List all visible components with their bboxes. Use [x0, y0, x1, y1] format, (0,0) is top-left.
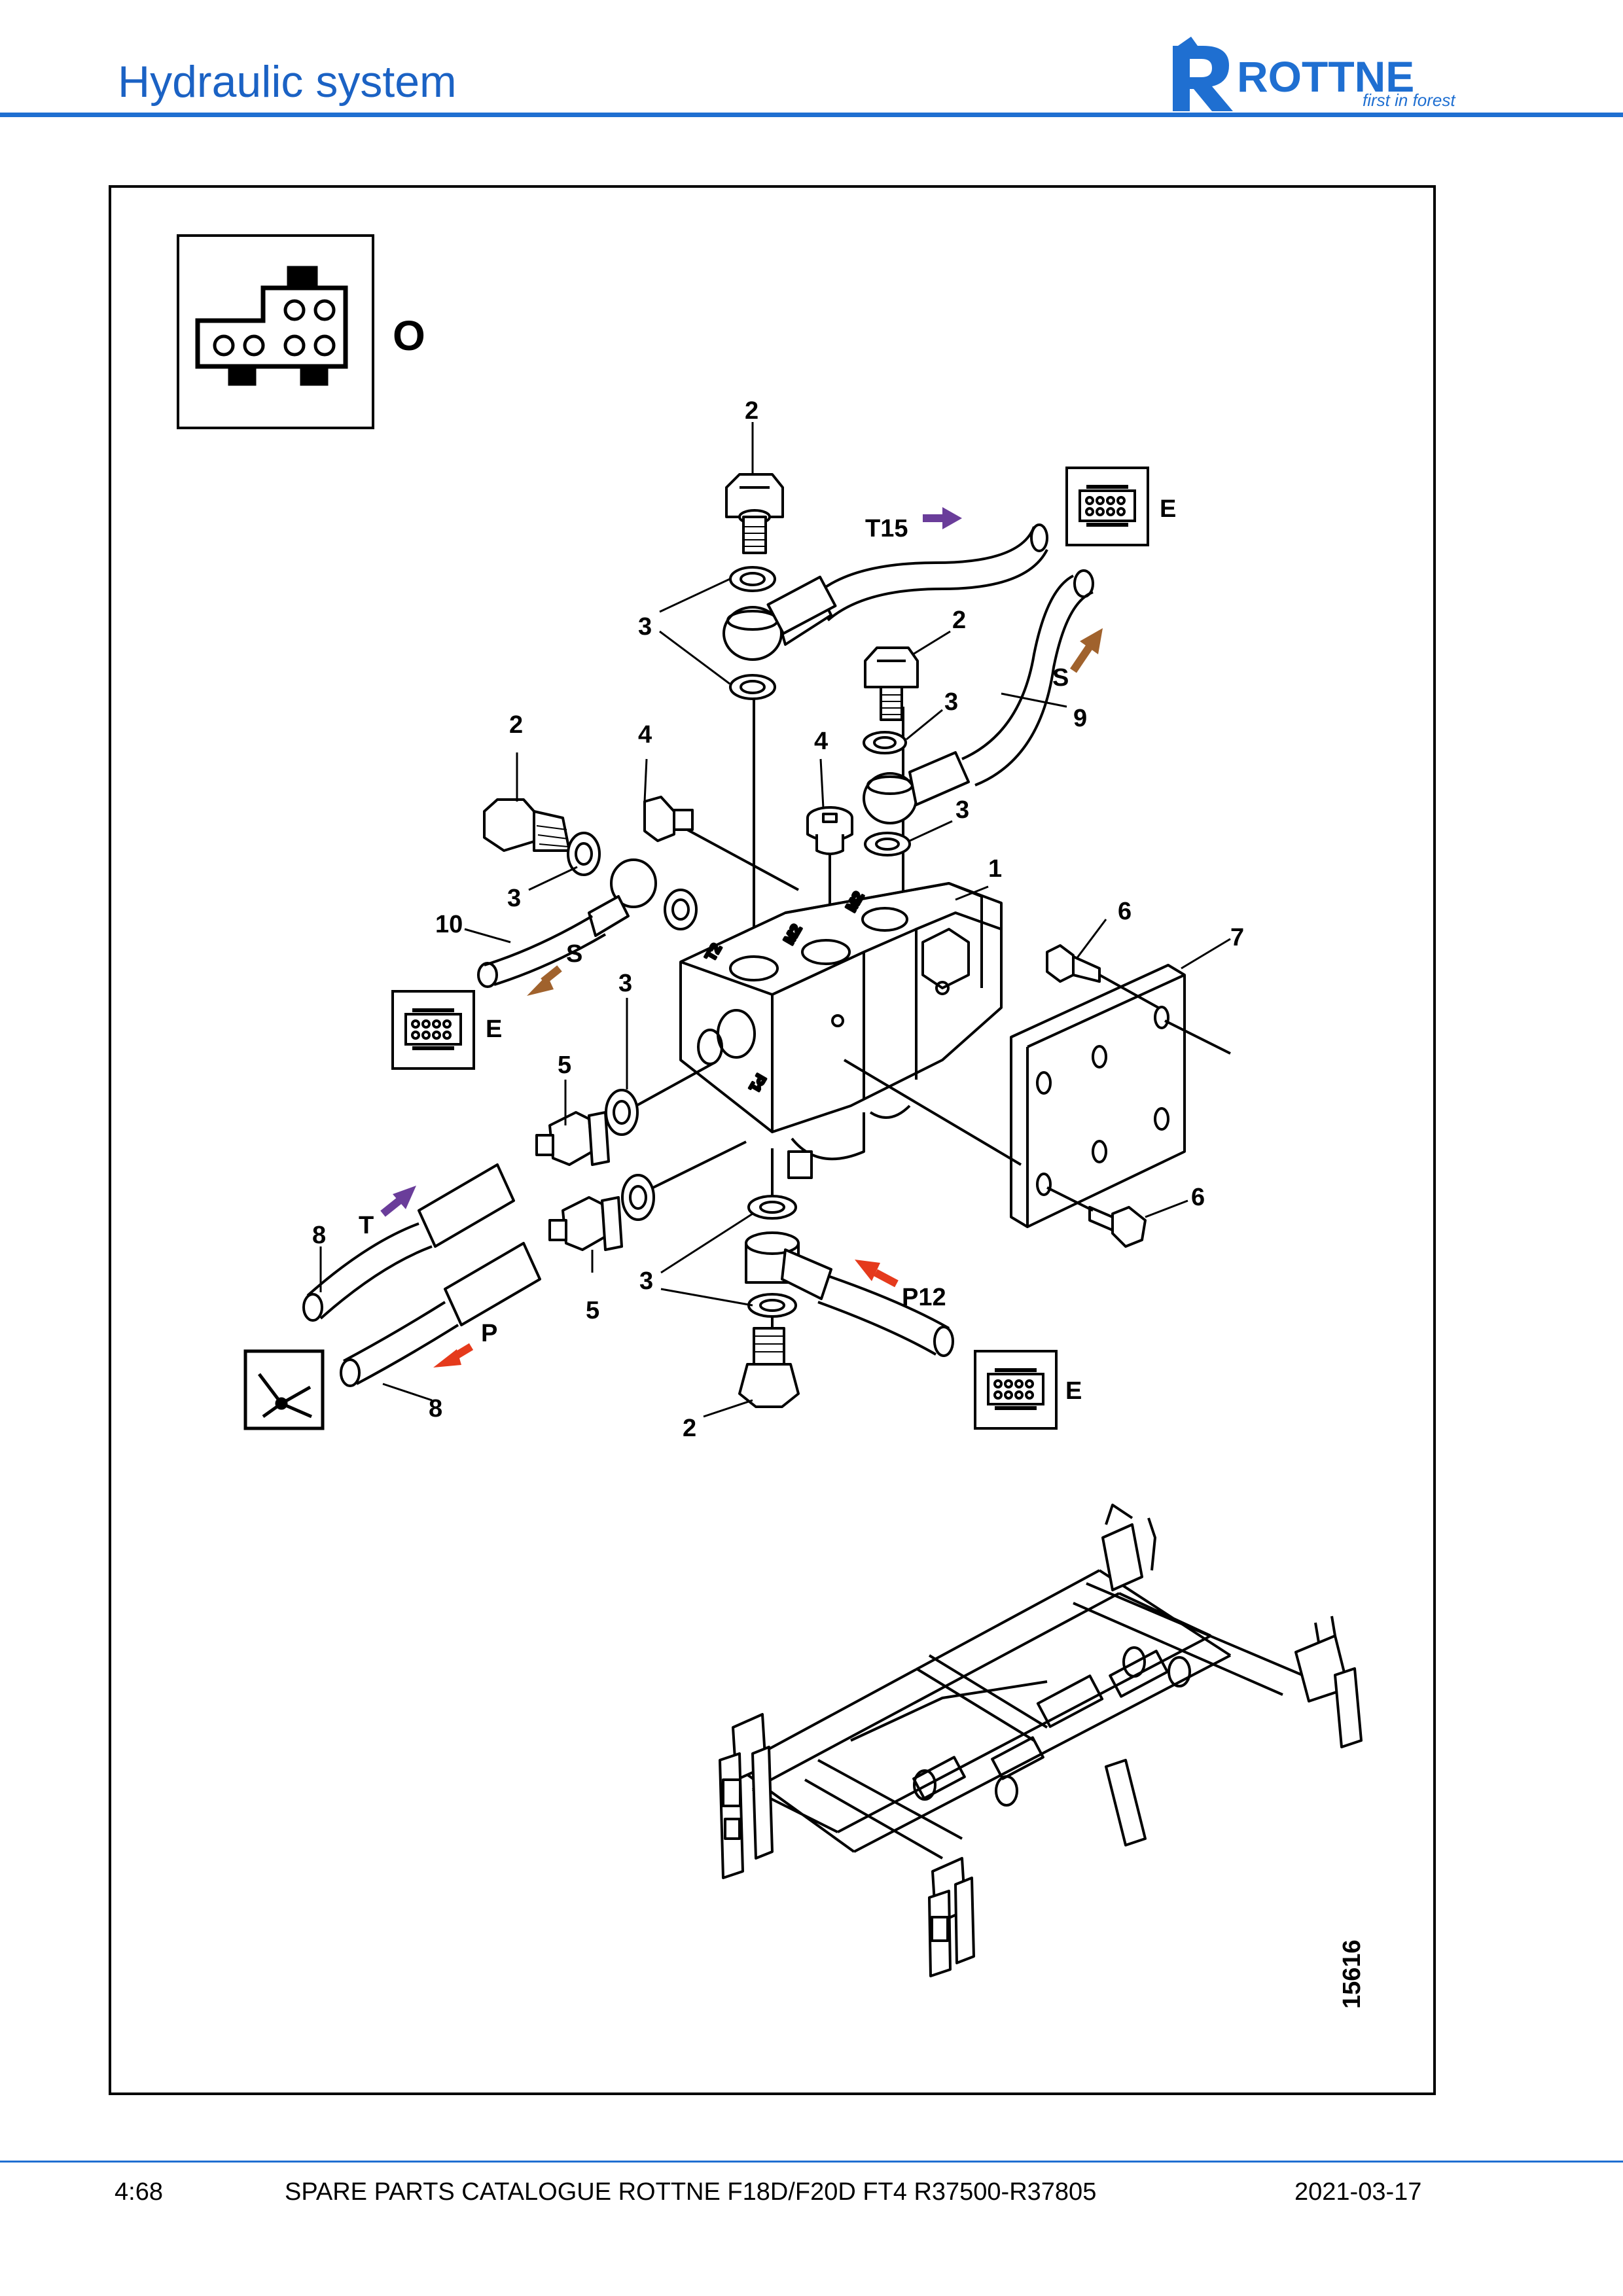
label-t15: T15 — [865, 515, 908, 542]
cap-screw-top — [1046, 944, 1101, 983]
connector-block-icon — [195, 266, 348, 386]
callout-3-left: 3 — [507, 885, 521, 912]
callout-8-p: 8 — [429, 1395, 442, 1422]
rottne-r-mark-icon — [1173, 46, 1233, 111]
washer-bottom-1 — [747, 1195, 797, 1220]
callout-8-t: 8 — [312, 1222, 326, 1249]
callout-6-bottom: 6 — [1191, 1184, 1205, 1211]
arrow-s-left — [527, 965, 562, 996]
mounting-plate — [1010, 964, 1186, 1228]
exploded-view: T2 M2 M2 P1 — [302, 422, 1231, 1418]
connector-e-symbol-1 — [1065, 467, 1149, 546]
brand-tagline: first in forest — [1363, 90, 1456, 110]
arrow-t15 — [923, 507, 962, 529]
leader-lines — [319, 422, 1231, 1418]
connector-e-symbol-2 — [391, 990, 475, 1070]
port-labels: T15 S S T P P12 E E E — [359, 495, 1176, 1405]
callout-4-mid: 4 — [814, 728, 828, 755]
footer-rule — [0, 2161, 1623, 2163]
plug-left — [643, 796, 694, 842]
legend-letter: O — [393, 312, 425, 359]
connector-e-symbol-3 — [974, 1350, 1058, 1430]
callout-4-left: 4 — [638, 721, 652, 749]
banjo-bolt-top — [725, 473, 784, 554]
label-p: P — [481, 1320, 497, 1347]
machine-frame-overview — [719, 1504, 1363, 1977]
crane-symbol-icon — [243, 1349, 325, 1430]
label-t: T — [359, 1212, 374, 1239]
banjo-bolt-mid — [864, 646, 919, 721]
callout-numbers: 2 3 2 3 9 2 4 4 3 1 3 10 3 6 7 5 6 8 3 5… — [312, 397, 1244, 1442]
callout-2-left: 2 — [509, 711, 523, 739]
valve-block: T2 M2 M2 P1 — [679, 882, 1003, 1179]
washer-top-1 — [729, 566, 776, 592]
plug-mid — [806, 806, 853, 855]
callout-9: 9 — [1073, 705, 1087, 732]
arrow-t — [380, 1186, 416, 1217]
fitting-upper — [535, 1111, 610, 1166]
page-title: Hydraulic system — [118, 57, 457, 107]
arrow-s-right — [1070, 628, 1103, 673]
hose-t — [306, 1222, 433, 1320]
brand-name: ROTTNE — [1237, 52, 1414, 101]
label-p12: P12 — [902, 1284, 946, 1311]
banjo-eye-bottom — [745, 1231, 832, 1300]
fitting-lower — [548, 1196, 623, 1251]
label-e-1: E — [1160, 495, 1176, 523]
rottne-logo: ROTTNE first in forest — [1173, 37, 1456, 111]
hose-t15 — [813, 526, 1048, 622]
hose-9 — [961, 574, 1094, 786]
callout-2-mid: 2 — [952, 607, 966, 634]
callout-3-center: 3 — [618, 970, 632, 997]
callout-6-top: 6 — [1118, 898, 1132, 925]
page-header: Hydraulic system ROTTNE first in forest — [0, 37, 1623, 117]
footer-catalogue-title: SPARE PARTS CATALOGUE ROTTNE F18D/F20D F… — [285, 2178, 1096, 2206]
callout-10: 10 — [435, 911, 463, 938]
label-s-left: S — [566, 940, 582, 968]
label-s-right: S — [1052, 664, 1069, 692]
label-e-2: E — [486, 1016, 502, 1043]
figure-number: 15616 — [1338, 1939, 1366, 2009]
header-rule — [0, 113, 1623, 117]
banjo-bolt-bottom — [738, 1327, 800, 1408]
footer-date: 2021-03-17 — [1294, 2178, 1421, 2206]
page-footer: 4:68 SPARE PARTS CATALOGUE ROTTNE F18D/F… — [0, 2161, 1623, 2206]
footer-page-number: 4:68 — [115, 2178, 163, 2206]
callout-7: 7 — [1230, 924, 1244, 951]
hose-10 — [484, 915, 607, 986]
callout-5-top: 5 — [558, 1051, 571, 1079]
hose-p — [343, 1301, 459, 1385]
label-e-3: E — [1065, 1377, 1082, 1405]
callout-3-mid-a: 3 — [944, 688, 958, 716]
hose-p12 — [817, 1275, 950, 1356]
callout-3-bottom: 3 — [639, 1267, 653, 1295]
arrow-p — [433, 1343, 474, 1368]
drawing-frame — [109, 185, 1436, 2095]
cap-screw-bottom — [1088, 1206, 1147, 1248]
callout-2-top: 2 — [745, 397, 758, 425]
callout-1: 1 — [988, 855, 1002, 883]
washer-bottom-2 — [747, 1293, 797, 1318]
callout-3-top: 3 — [638, 613, 652, 641]
callout-5-bottom: 5 — [586, 1297, 599, 1324]
banjo-bolt-left — [483, 798, 571, 852]
callout-2-bottom: 2 — [683, 1415, 696, 1442]
arrow-p12 — [855, 1260, 899, 1288]
legend-symbol: O — [177, 234, 425, 429]
callout-3-mid-b: 3 — [955, 796, 969, 824]
washer-top-2 — [729, 674, 776, 700]
